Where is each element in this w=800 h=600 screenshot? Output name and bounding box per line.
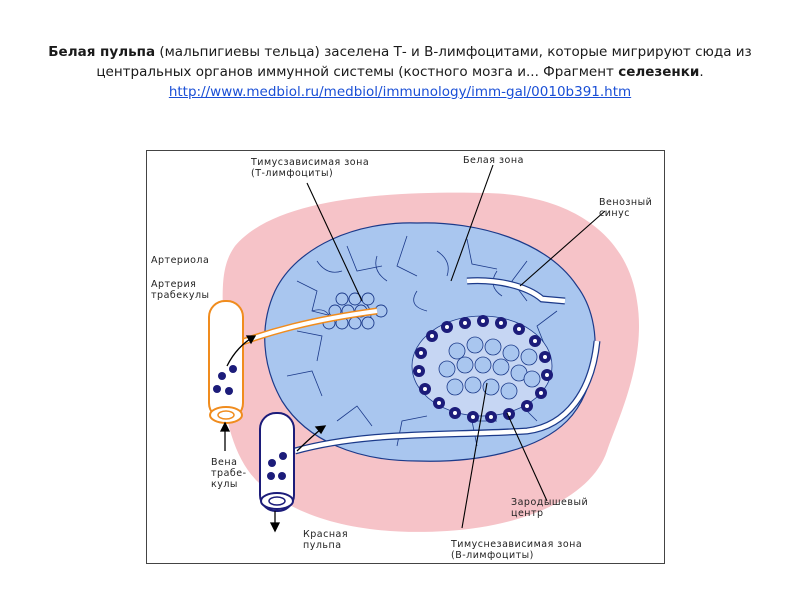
diagram-drawing: [208, 164, 640, 533]
leader-lines: [306, 164, 606, 529]
germinal-center-cells: [438, 336, 541, 400]
label-t-zone: Тимусзависимая зона (Т-лимфоциты): [251, 157, 370, 179]
caption-bold-start: Белая пульпа: [48, 44, 156, 60]
trabecular-artery: [208, 300, 244, 424]
label-arteriole: Артериола: [151, 255, 210, 266]
germinal-center: [411, 315, 553, 423]
trabecular-vein: [259, 412, 295, 512]
source-link[interactable]: http://www.medbiol.ru/medbiol/immunology…: [168, 84, 632, 100]
b-lymphocyte-nuclei: [417, 319, 549, 419]
label-red-pulp: Красная пульпа: [303, 529, 349, 551]
label-b-zone: Тимуснезависимая зона (В-лимфоциты): [451, 539, 583, 561]
figure-caption: Белая пульпа (мальпигиевы тельца) заселе…: [30, 42, 770, 102]
caption-text-1: (мальпигиевы тельца) заселена Т- и В-лим…: [96, 44, 752, 80]
caption-text-2: .: [699, 64, 704, 80]
label-trabecular-vein: Вена трабе- кулы: [211, 457, 247, 490]
flow-arrows: [219, 335, 327, 533]
label-trabecular-artery: Артерия трабекулы: [151, 279, 210, 301]
caption-bold-end: селезенки: [618, 64, 700, 80]
label-venous-sinus: Венозный синус: [599, 197, 653, 219]
label-germinal-center: Зародышевый центр: [511, 497, 589, 519]
label-white-zone: Белая зона: [463, 155, 524, 166]
spleen-diagram: Тимусзависимая зона (Т-лимфоциты) Белая …: [146, 150, 665, 564]
